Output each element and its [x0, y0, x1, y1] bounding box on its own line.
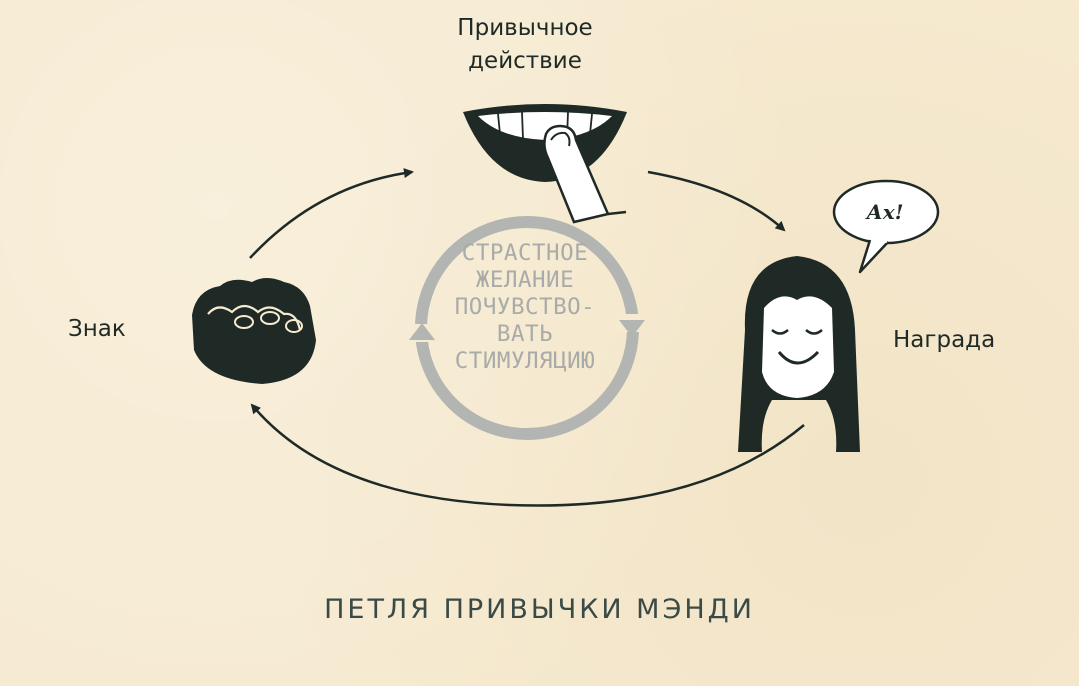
craving-text-line5: СТИМУЛЯЦИЮ — [454, 348, 596, 374]
craving-text: СТРАСТНОЕ ЖЕЛАНИЕ ПОЧУВСТВО- ВАТЬ СТИМУЛ… — [405, 240, 645, 375]
arrow-reward-to-cue — [250, 403, 805, 507]
speech-bubble — [832, 179, 940, 274]
habit-action-label-line2: действие — [468, 48, 582, 75]
diagram-title: ПЕТЛЯ ПРИВЫЧКИ МЭНДИ — [324, 594, 755, 625]
speech-bubble-text: Ах! — [866, 200, 904, 224]
habit-action-label: Привычное действие — [400, 12, 650, 79]
smiling-woman-icon — [738, 256, 860, 452]
arrow-cue-to-action — [249, 168, 414, 259]
cue-label: Знак — [68, 316, 126, 342]
clenched-fist-icon — [192, 278, 316, 384]
craving-text-line2: ЖЕЛАНИЕ — [475, 267, 575, 293]
habit-action-label-line1: Привычное — [457, 15, 593, 41]
circular-arrows-icon — [409, 216, 645, 440]
craving-text-line4: ВАТЬ — [496, 321, 554, 347]
craving-text-line1: СТРАСТНОЕ — [461, 240, 589, 266]
arrow-action-to-reward — [647, 170, 786, 232]
mouth-biting-nail-icon — [463, 104, 627, 224]
reward-label: Награда — [893, 327, 996, 353]
craving-text-line3: ПОЧУВСТВО- — [454, 294, 596, 320]
